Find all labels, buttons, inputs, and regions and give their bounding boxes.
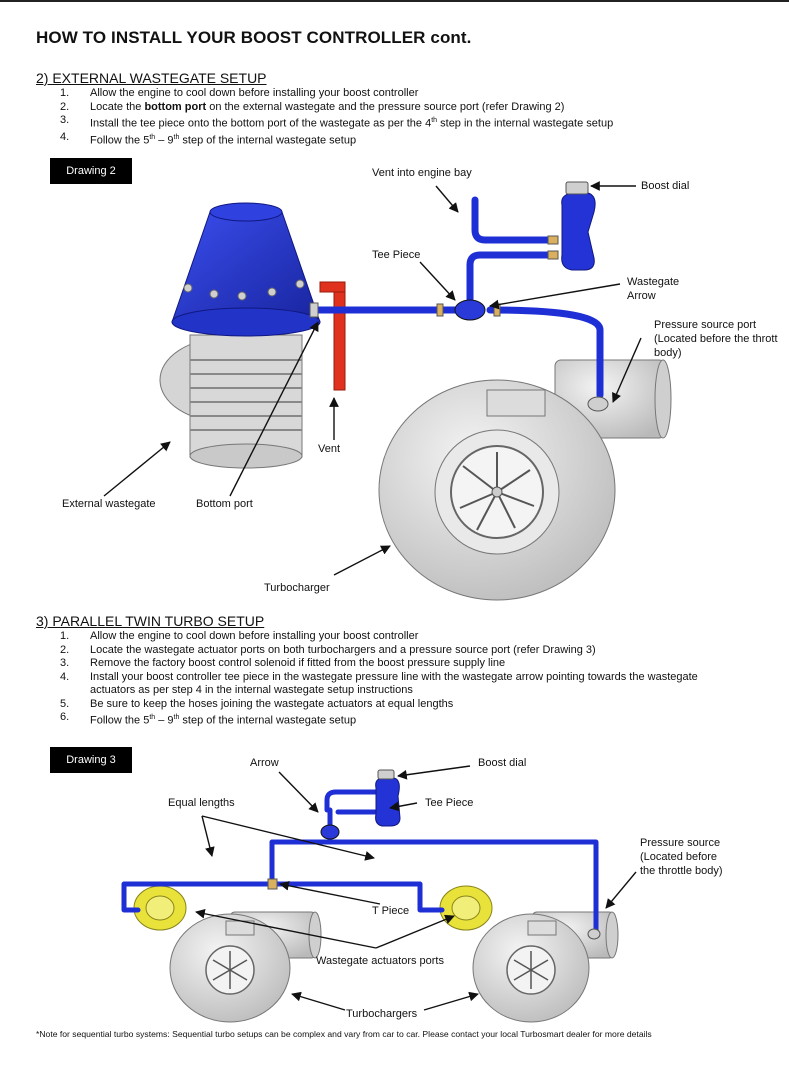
hoses <box>314 196 604 399</box>
label-pressure-source: Pressure source port <box>654 319 756 331</box>
label-vent: Vent <box>318 443 340 455</box>
section3-steps: 1.Allow the engine to cool down before i… <box>60 630 698 728</box>
turbocharger-illustration <box>378 359 672 601</box>
step: 4.Install your boost controller tee piec… <box>60 670 698 683</box>
label-bottom-port: Bottom port <box>196 498 253 510</box>
twin-fittings <box>267 769 601 940</box>
label-arrow: Arrow <box>250 757 279 769</box>
step: 6.Follow the 5th – 9th step of the inter… <box>60 711 357 727</box>
label-actuator-ports: Wastegate actuators ports <box>316 955 444 967</box>
boost-dial <box>547 181 596 271</box>
page-title: HOW TO INSTALL YOUR BOOST CONTROLLER con… <box>36 28 472 47</box>
label-tee-piece-3: Tee Piece <box>425 797 473 809</box>
label-pressure-source-3: body) <box>654 347 682 359</box>
label-pressure-source-3a: Pressure source <box>640 837 720 849</box>
label-vent-engine-bay: Vent into engine bay <box>372 167 472 179</box>
label-wastegate-arrow-2: Arrow <box>627 290 656 302</box>
label-tee-piece: Tee Piece <box>372 249 420 261</box>
drawing-3: Arrow Boost dial Equal lengths Tee Piece… <box>121 757 723 1023</box>
label-equal-lengths: Equal lengths <box>168 797 235 809</box>
label-pressure-source-3c: the throttle body) <box>640 865 723 877</box>
drawing-3-badge: Drawing 3 <box>50 747 132 773</box>
drawing-2-badge: Drawing 2 <box>50 158 132 184</box>
label-turbocharger: Turbocharger <box>264 582 330 594</box>
step: actuators as per step 4 in the internal … <box>90 684 413 696</box>
step: 1.Allow the engine to cool down before i… <box>60 87 419 99</box>
label-external-wastegate: External wastegate <box>62 498 156 510</box>
label-wastegate-arrow: Wastegate <box>627 276 679 288</box>
section-heading-external-wastegate: 2) EXTERNAL WASTEGATE SETUP <box>36 70 267 86</box>
label-boost-dial: Boost dial <box>641 180 689 192</box>
step: 3.Remove the factory boost control solen… <box>60 657 506 669</box>
tee-piece <box>309 299 501 321</box>
top-border <box>0 0 789 2</box>
step: 2.Locate the bottom port on the external… <box>60 100 565 113</box>
label-boost-dial-3: Boost dial <box>478 757 526 769</box>
step: 3.Install the tee piece onto the bottom … <box>60 114 614 130</box>
step: 4.Follow the 5th – 9th step of the inter… <box>60 131 357 147</box>
vent-pipe <box>319 281 346 391</box>
section-heading-twin-turbo: 3) PARALLEL TWIN TURBO SETUP <box>36 613 265 629</box>
label-pressure-source-2: (Located before the thrott <box>654 333 778 345</box>
step: 2.Locate the wastegate actuator ports on… <box>60 643 596 656</box>
left-turbocharger <box>169 911 322 1023</box>
step: 1.Allow the engine to cool down before i… <box>60 630 419 642</box>
footnote: *Note for sequential turbo systems: Sequ… <box>36 1029 652 1039</box>
drawing-2: Vent into engine bay Boost dial Tee Piec… <box>62 167 778 601</box>
external-wastegate-illustration <box>159 202 321 469</box>
label-turbochargers: Turbochargers <box>346 1008 418 1020</box>
twin-hoses <box>121 789 599 933</box>
label-pressure-source-3b: (Located before <box>640 851 717 863</box>
step: 5.Be sure to keep the hoses joining the … <box>60 697 454 710</box>
section2-steps: 1.Allow the engine to cool down before i… <box>60 87 613 148</box>
label-t-piece: T Piece <box>372 905 409 917</box>
